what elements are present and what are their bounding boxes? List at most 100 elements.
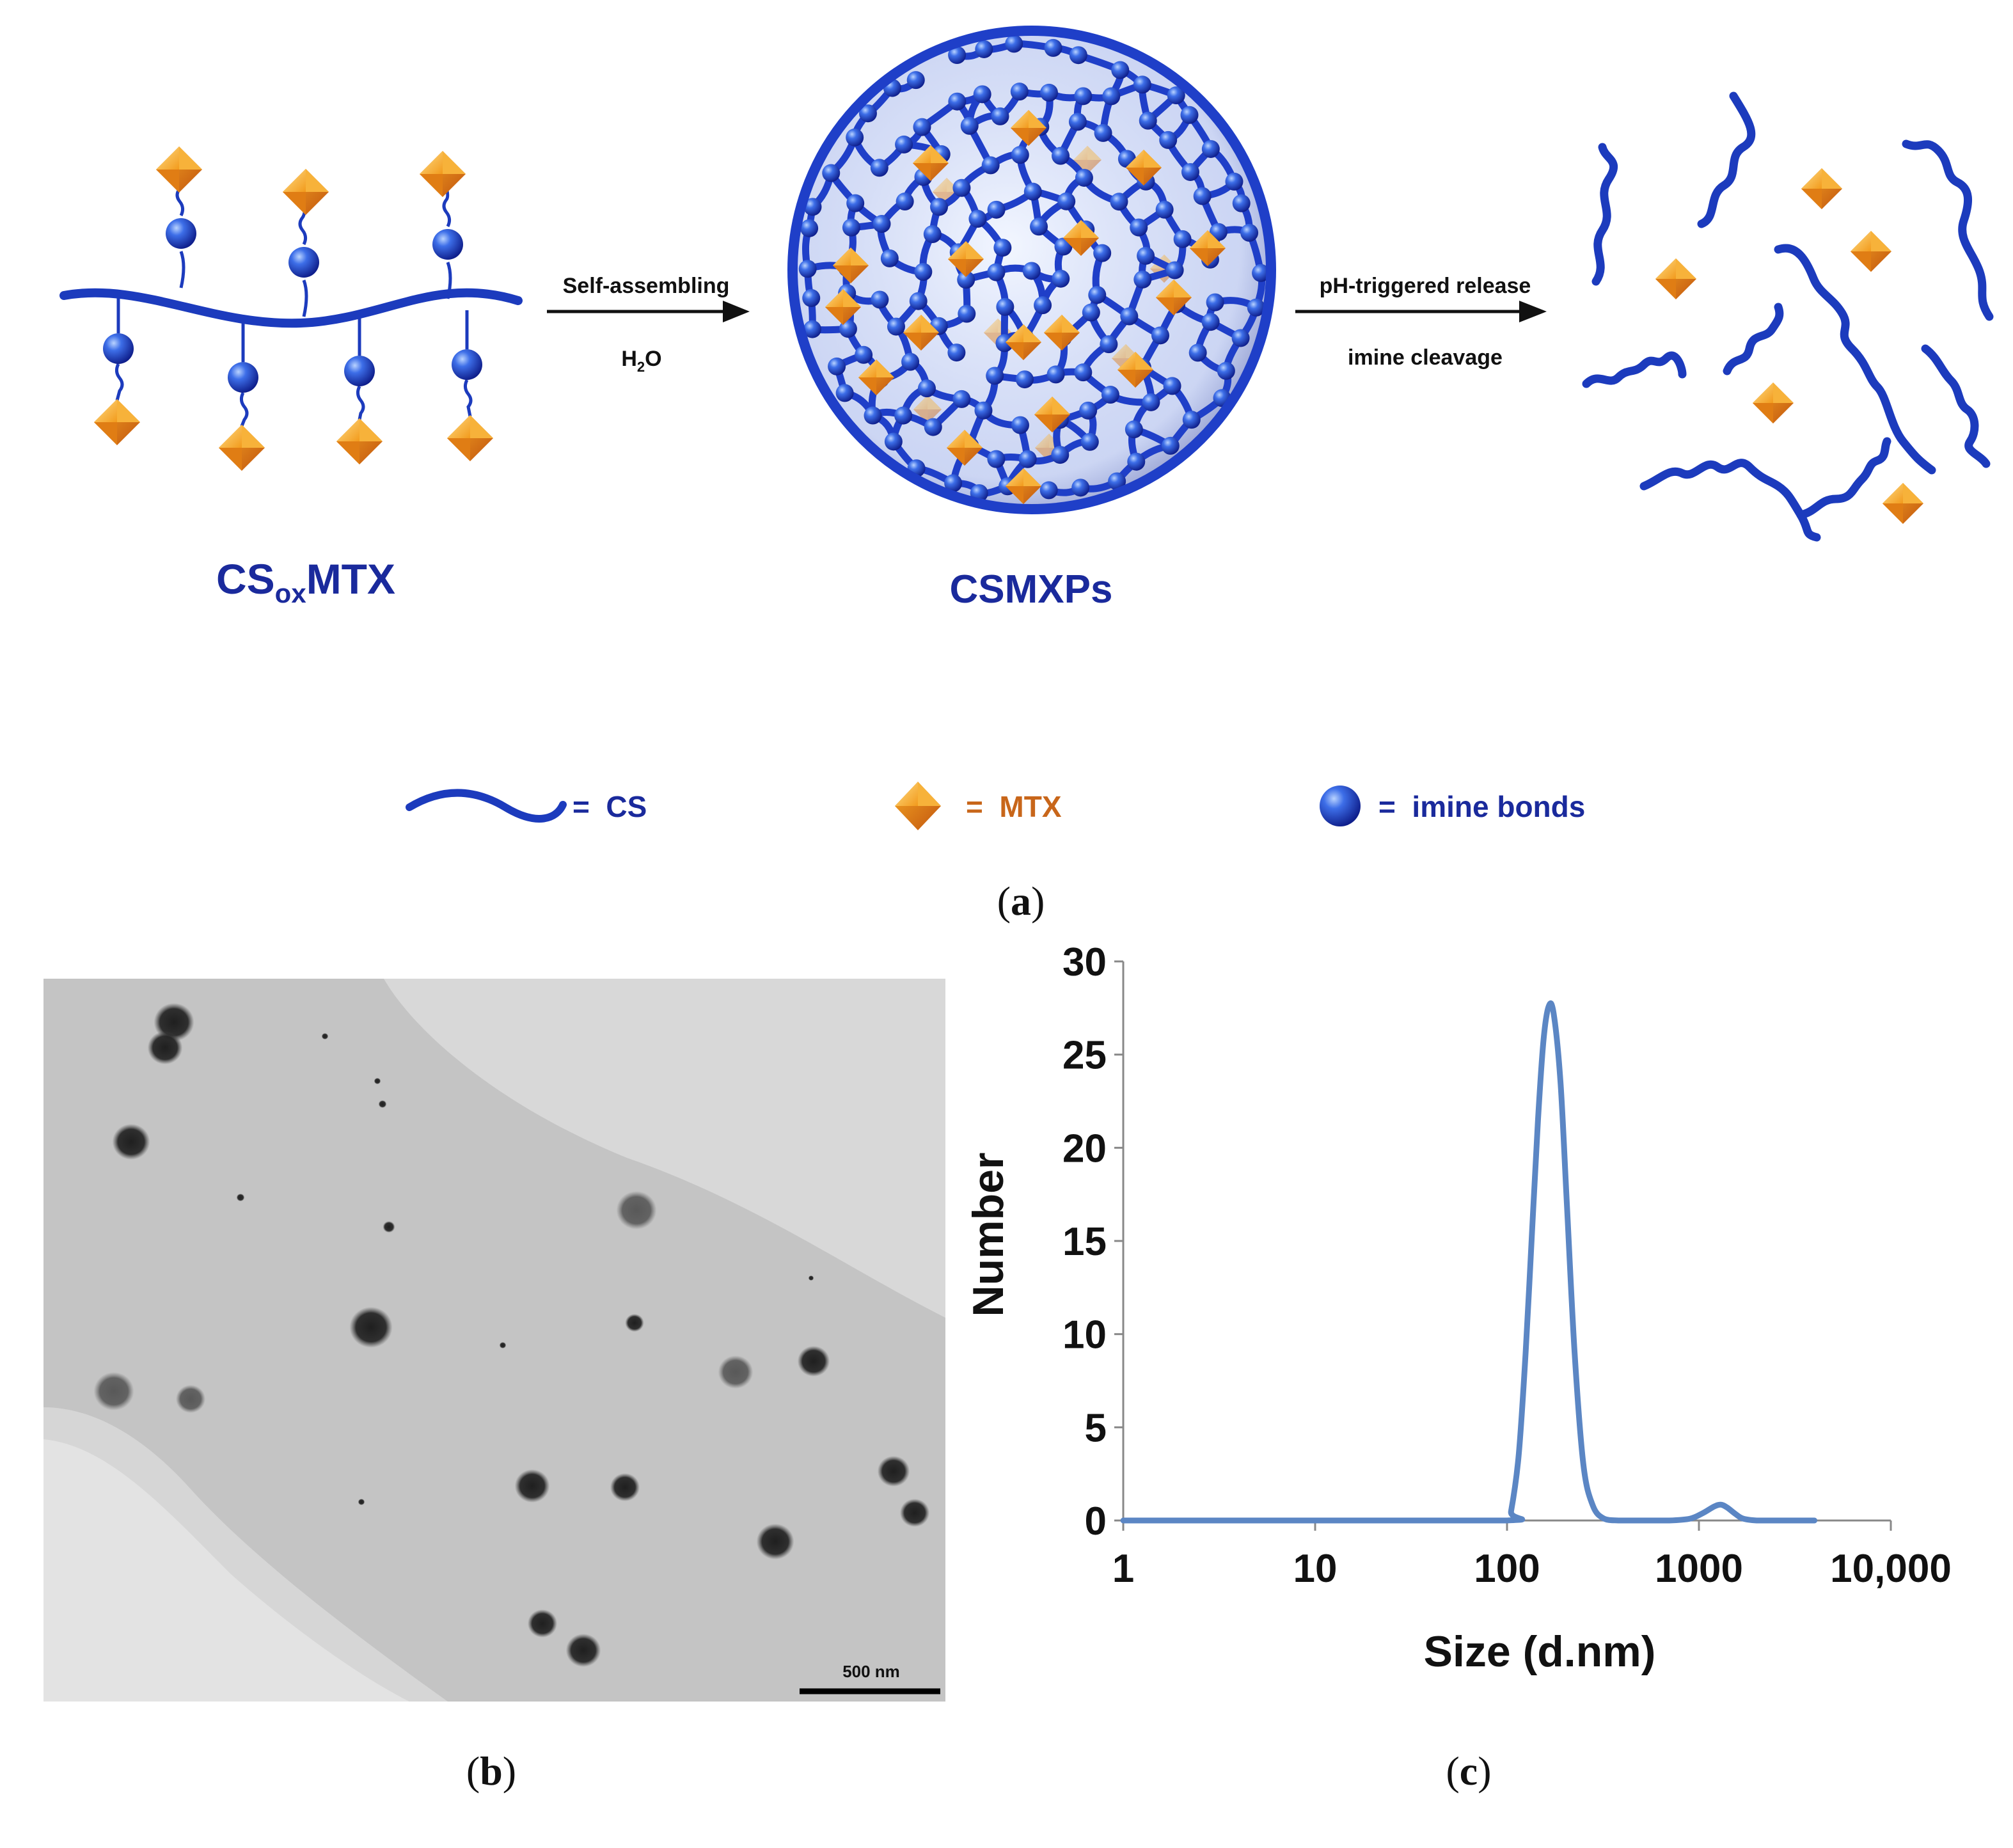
- mtx-diamond: [1011, 110, 1046, 146]
- imine-bead: [1217, 361, 1235, 380]
- imine-bead: [858, 104, 877, 123]
- cs-chain: [1582, 351, 1687, 388]
- imine-bead: [1151, 326, 1170, 345]
- mtx-diamond: [1044, 315, 1080, 351]
- nanoparticle-dot: [808, 1275, 814, 1281]
- precursor-label: CSoxMTX: [216, 555, 395, 608]
- nanoparticle-dot: [112, 1124, 150, 1160]
- imine-bead: [798, 260, 817, 278]
- mtx-diamond: [336, 418, 383, 464]
- imine-bead: [800, 219, 819, 237]
- y-tick-label: 10: [1062, 1313, 1107, 1357]
- imine-bead: [986, 367, 1004, 385]
- imine-bead: [835, 384, 854, 402]
- imine-bead: [822, 164, 841, 182]
- nanoparticle-dot: [610, 1473, 640, 1501]
- imine-bead: [1079, 401, 1098, 420]
- mtx-diamond: [1006, 468, 1041, 504]
- x-axis-label: Size (d.nm): [1424, 1627, 1656, 1676]
- imine-bead: [1133, 270, 1152, 288]
- imine-bead: [944, 474, 963, 493]
- nanoparticle-dot: [877, 1456, 910, 1487]
- imine-bead: [995, 334, 1014, 352]
- imine-bead: [909, 292, 928, 310]
- scheme-panel-a: Self-assembling H2O pH-triggered release…: [59, 26, 1994, 924]
- mtx-diamond: [1006, 324, 1041, 360]
- tem-image-panel-b: 500 nm: [43, 979, 945, 1702]
- imine-bead: [1039, 481, 1058, 500]
- mtx-diamond: [1753, 383, 1794, 423]
- cs-chain: [1591, 143, 1618, 286]
- imine-bead: [870, 159, 888, 177]
- imine-bead: [855, 345, 873, 364]
- arrow1-top-label: Self-assembling: [563, 274, 730, 298]
- csmxps-nanoparticle: [787, 26, 1276, 514]
- imine-bead: [1074, 363, 1093, 382]
- nanoparticle-dot: [358, 1499, 365, 1505]
- mtx-diamond: [156, 146, 202, 193]
- cs-chain: [1902, 139, 1994, 321]
- x-tick-label: 10: [1293, 1547, 1338, 1591]
- imine-bead: [1180, 106, 1199, 124]
- y-tick-label: 0: [1085, 1499, 1107, 1544]
- imine-bead: [1165, 261, 1184, 280]
- imine-bead: [896, 193, 914, 211]
- nanoparticle-dot: [756, 1524, 794, 1560]
- imine-bead: [1201, 139, 1220, 158]
- imine-bead: [1133, 75, 1151, 94]
- imine-bead: [975, 40, 993, 58]
- nanoparticle-dot: [236, 1194, 245, 1201]
- imine-legend-symbol: [1320, 786, 1361, 826]
- nanoparticle-dot: [499, 1342, 507, 1348]
- x-tick-label: 1000: [1655, 1547, 1743, 1591]
- imine-bead: [987, 200, 1006, 219]
- imine-bead: [1011, 146, 1029, 164]
- imine-bead: [344, 356, 375, 386]
- imine-bead: [1181, 162, 1199, 181]
- nanoparticle-dot: [514, 1469, 550, 1503]
- imine-bead: [948, 46, 967, 65]
- mtx-diamond: [219, 425, 265, 471]
- imine-bead: [968, 210, 987, 228]
- mtx-diamond: [1034, 397, 1070, 432]
- arrow1-bottom-label: H2O: [621, 347, 661, 375]
- mtx-diamond: [948, 241, 984, 277]
- imine-bead: [1023, 182, 1042, 201]
- imine-bead: [1111, 61, 1130, 79]
- imine-bead: [991, 107, 1009, 125]
- nanoparticle-dot: [899, 1499, 930, 1527]
- particle-label: CSMXPs: [950, 567, 1113, 612]
- imine-bead: [1193, 187, 1212, 205]
- cs-chain: [1723, 303, 1784, 375]
- imine-bead: [1088, 286, 1107, 304]
- imine-bead: [914, 263, 933, 281]
- imine-bead: [1240, 223, 1259, 242]
- imine-bead: [1039, 83, 1058, 102]
- nanoparticle-dot: [374, 1078, 381, 1084]
- imine-bead: [864, 406, 882, 425]
- scale-bar-label: 500 nm: [842, 1662, 900, 1681]
- imine-bead: [1102, 87, 1121, 106]
- nanoparticle-dot: [321, 1033, 329, 1039]
- imine-bead: [1011, 416, 1029, 434]
- imine-bead: [166, 218, 196, 249]
- imine-bead: [1182, 411, 1201, 429]
- imine-bead: [906, 71, 925, 90]
- imine-bead: [1188, 344, 1207, 362]
- y-tick-label: 30: [1062, 940, 1107, 984]
- panel-a-label: (a): [997, 878, 1045, 924]
- imine-bead: [1108, 472, 1126, 491]
- imine-bead: [103, 333, 134, 364]
- imine-bead: [1071, 478, 1090, 497]
- imine-bead: [803, 198, 822, 216]
- imine-bead: [1206, 293, 1224, 312]
- imine-bead: [288, 247, 319, 278]
- imine-bead: [846, 128, 864, 146]
- imine-bead: [887, 317, 905, 336]
- imine-bead: [1057, 192, 1076, 210]
- imine-bead: [895, 135, 913, 154]
- mtx-diamond: [913, 145, 949, 181]
- mtx-diamond: [1117, 352, 1153, 388]
- imine-bead: [1018, 450, 1037, 468]
